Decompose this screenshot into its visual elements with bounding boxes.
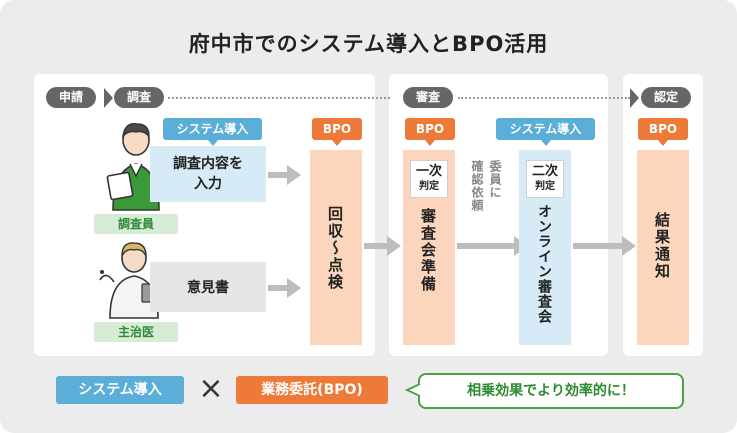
review-prep-box: 一次 判定 審査会準備 bbox=[403, 150, 455, 345]
review-prep-text: 審査会準備 bbox=[419, 208, 437, 293]
investigator-illustration bbox=[106, 123, 160, 211]
system-tag-label: システム導入 bbox=[176, 122, 249, 136]
opinion-box: 意見書 bbox=[150, 262, 266, 312]
step-review: 審査 bbox=[403, 87, 453, 108]
first-judgment-badge: 一次 判定 bbox=[410, 160, 448, 198]
committee-note-col2: 確認依頼 bbox=[470, 160, 484, 212]
opinion-text: 意見書 bbox=[187, 280, 229, 296]
chevron-right-icon bbox=[630, 88, 639, 108]
committee-note-col1: 委員に bbox=[488, 160, 502, 199]
survey-input-box: 調査内容を 入力 bbox=[150, 146, 266, 202]
investigator-label: 調査員 bbox=[94, 214, 178, 234]
online-review-box: 二次 判定 オンライン審査会 bbox=[519, 150, 571, 345]
online-review-text: オンライン審査会 bbox=[536, 204, 552, 324]
synergy-text: 相乗効果でより効率的に！ bbox=[467, 383, 635, 399]
result-notice-box: 結果通知 bbox=[637, 150, 689, 345]
timeline-dotted-line bbox=[168, 97, 390, 99]
committee-request-note: 委員に 確認依頼 bbox=[466, 160, 504, 230]
first-judgment-top: 一次 bbox=[415, 164, 442, 179]
system-tag: システム導入 bbox=[163, 118, 262, 146]
arrow-right-icon bbox=[268, 278, 301, 298]
second-judgment-bottom: 判定 bbox=[535, 181, 555, 192]
arrow-right-icon bbox=[364, 236, 401, 256]
bpo-tag: BPO bbox=[405, 118, 455, 146]
times-icon: × bbox=[198, 371, 224, 406]
chevron-right-icon bbox=[104, 88, 113, 108]
bpo-tag: BPO bbox=[638, 118, 688, 146]
doctor-illustration bbox=[99, 242, 159, 319]
arrow-right-icon bbox=[268, 165, 301, 185]
system-tag: システム導入 bbox=[496, 118, 595, 146]
bottom-system-label: システム導入 bbox=[56, 376, 184, 404]
arrow-right-icon bbox=[457, 236, 528, 256]
page-title: 府中市でのシステム導入とBPO活用 bbox=[188, 32, 549, 56]
collect-check-text: 回収〜点検 bbox=[326, 206, 344, 291]
first-judgment-bottom: 判定 bbox=[419, 181, 439, 192]
arrow-right-icon bbox=[573, 236, 636, 256]
step-survey: 調査 bbox=[114, 87, 164, 108]
bottom-bpo-label: 業務委託(BPO) bbox=[236, 376, 388, 404]
synergy-callout: 相乗効果でより効率的に！ bbox=[418, 373, 684, 409]
step-application: 申請 bbox=[46, 87, 96, 108]
bpo-tag: BPO bbox=[312, 118, 362, 146]
second-judgment-badge: 二次 判定 bbox=[526, 160, 564, 198]
collect-check-box: 回収〜点検 bbox=[310, 150, 362, 345]
step-certification: 認定 bbox=[641, 87, 691, 108]
bpo-tag-label: BPO bbox=[648, 122, 678, 136]
timeline-dotted-line bbox=[458, 97, 630, 99]
system-tag-label: システム導入 bbox=[509, 122, 582, 136]
doctor-label: 主治医 bbox=[94, 322, 178, 342]
second-judgment-top: 二次 bbox=[531, 164, 558, 179]
result-notice-text: 結果通知 bbox=[653, 212, 671, 280]
callout-pointer-icon bbox=[405, 383, 421, 397]
bpo-tag-label: BPO bbox=[415, 122, 445, 136]
survey-input-text: 調査内容を 入力 bbox=[173, 156, 243, 192]
bpo-tag-label: BPO bbox=[322, 122, 352, 136]
